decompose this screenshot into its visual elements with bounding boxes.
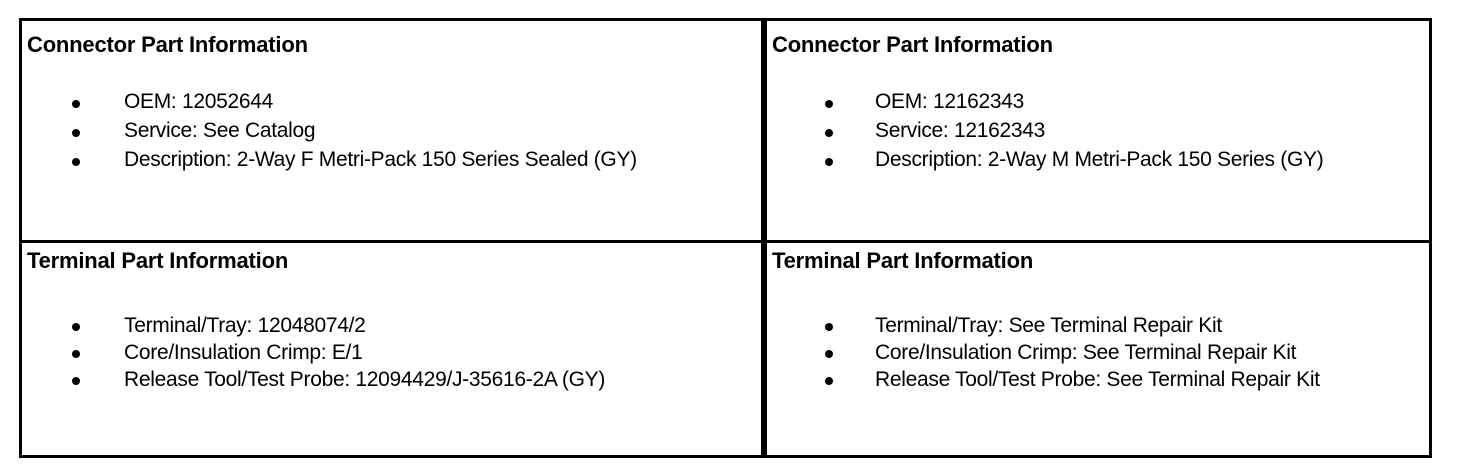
connector-part-information-panel-right: Connector Part Information OEM: 12162343… bbox=[767, 21, 1429, 240]
right-part-table: Connector Part Information OEM: 12162343… bbox=[764, 18, 1432, 458]
connector-part-list-right: OEM: 12162343 Service: 12162343 Descript… bbox=[767, 90, 1429, 177]
list-item-label: Release Tool/Test Probe: 12094429/J-3561… bbox=[124, 368, 606, 391]
panel-heading: Terminal Part Information bbox=[27, 248, 289, 273]
bullet-icon bbox=[72, 323, 80, 331]
list-item: Terminal/Tray: 12048074/2 bbox=[22, 314, 761, 341]
list-item: Core/Insulation Crimp: See Terminal Repa… bbox=[767, 341, 1429, 368]
bullet-icon bbox=[72, 377, 80, 385]
list-item: OEM: 12052644 bbox=[22, 90, 761, 119]
left-part-table: Connector Part Information OEM: 12052644… bbox=[19, 18, 764, 458]
panel-heading: Connector Part Information bbox=[772, 32, 1053, 57]
list-item: Service: See Catalog bbox=[22, 119, 761, 148]
list-item-label: Core/Insulation Crimp: See Terminal Repa… bbox=[875, 341, 1297, 364]
connector-part-list-left: OEM: 12052644 Service: See Catalog Descr… bbox=[22, 90, 761, 177]
panel-heading: Terminal Part Information bbox=[772, 248, 1034, 273]
bullet-icon bbox=[72, 158, 80, 166]
list-item-label: Service: See Catalog bbox=[124, 119, 316, 142]
bullet-icon bbox=[825, 129, 833, 137]
list-item-label: Description: 2-Way F Metri-Pack 150 Seri… bbox=[124, 148, 637, 171]
list-item-label: OEM: 12162343 bbox=[875, 90, 1025, 113]
list-item-label: Terminal/Tray: 12048074/2 bbox=[124, 314, 366, 337]
bullet-icon bbox=[825, 350, 833, 358]
panel-heading: Connector Part Information bbox=[27, 32, 308, 57]
bullet-icon bbox=[825, 100, 833, 108]
list-item-label: Service: 12162343 bbox=[875, 119, 1046, 142]
list-item: Core/Insulation Crimp: E/1 bbox=[22, 341, 761, 368]
list-item: Release Tool/Test Probe: See Terminal Re… bbox=[767, 368, 1429, 395]
bullet-icon bbox=[72, 129, 80, 137]
terminal-part-list-left: Terminal/Tray: 12048074/2 Core/Insulatio… bbox=[22, 314, 761, 395]
list-item-label: Description: 2-Way M Metri-Pack 150 Seri… bbox=[875, 148, 1324, 171]
list-item-label: Terminal/Tray: See Terminal Repair Kit bbox=[875, 314, 1222, 337]
list-item: Release Tool/Test Probe: 12094429/J-3561… bbox=[22, 368, 761, 395]
list-item-label: Core/Insulation Crimp: E/1 bbox=[124, 341, 363, 364]
connector-part-information-panel-left: Connector Part Information OEM: 12052644… bbox=[22, 21, 761, 240]
list-item: Terminal/Tray: See Terminal Repair Kit bbox=[767, 314, 1429, 341]
list-item: Description: 2-Way F Metri-Pack 150 Seri… bbox=[22, 148, 761, 177]
list-item: OEM: 12162343 bbox=[767, 90, 1429, 119]
terminal-part-list-right: Terminal/Tray: See Terminal Repair Kit C… bbox=[767, 314, 1429, 395]
bullet-icon bbox=[72, 350, 80, 358]
bullet-icon bbox=[825, 323, 833, 331]
list-item: Description: 2-Way M Metri-Pack 150 Seri… bbox=[767, 148, 1429, 177]
list-item: Service: 12162343 bbox=[767, 119, 1429, 148]
bullet-icon bbox=[72, 100, 80, 108]
list-item-label: OEM: 12052644 bbox=[124, 90, 274, 113]
bullet-icon bbox=[825, 377, 833, 385]
bullet-icon bbox=[825, 158, 833, 166]
list-item-label: Release Tool/Test Probe: See Terminal Re… bbox=[875, 368, 1320, 391]
terminal-part-information-panel-right: Terminal Part Information Terminal/Tray:… bbox=[767, 240, 1429, 455]
terminal-part-information-panel-left: Terminal Part Information Terminal/Tray:… bbox=[22, 240, 761, 455]
part-info-grid: Connector Part Information OEM: 12052644… bbox=[19, 18, 1432, 458]
